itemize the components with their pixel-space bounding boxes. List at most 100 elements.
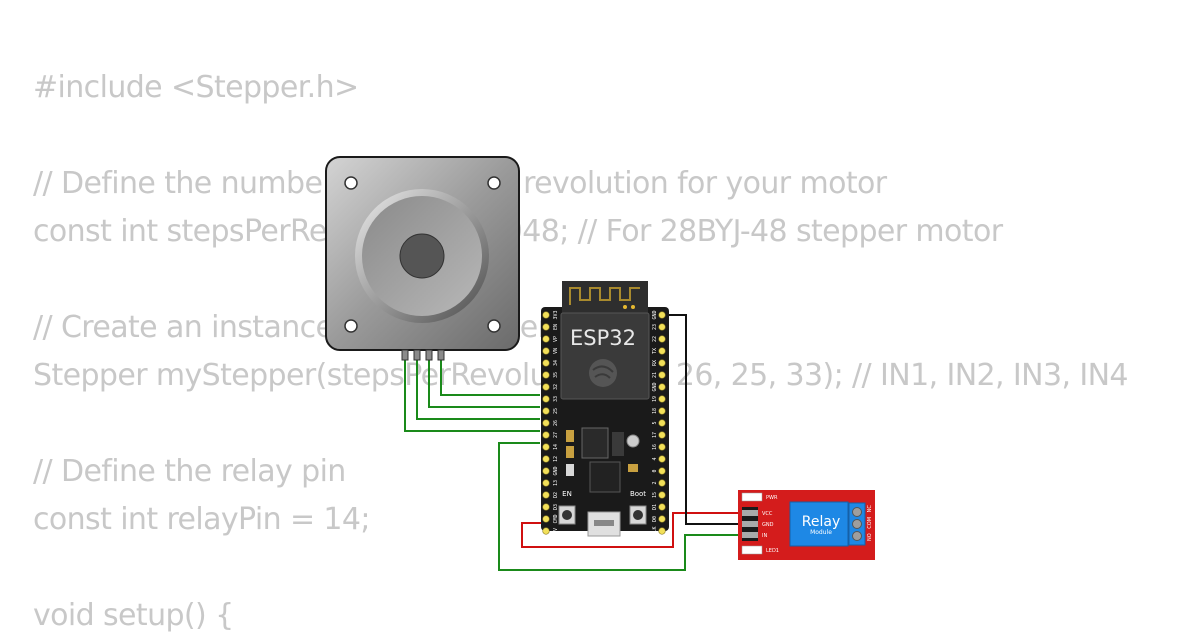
esp32-pin-pad xyxy=(658,527,666,535)
esp32-pin-label: 16 xyxy=(652,444,658,450)
esp32-pin-pad xyxy=(658,455,666,463)
esp32-pin-pad xyxy=(542,503,550,511)
relay-pin-in: IN xyxy=(762,533,767,539)
esp32-pin-pad xyxy=(542,479,550,487)
stepper-motor xyxy=(325,156,520,361)
esp32-pin-label: 26 xyxy=(553,420,559,426)
relay-gnd-wire xyxy=(662,314,742,525)
esp32-pin-label: D3 xyxy=(553,504,559,510)
relay-led1-label: LED1 xyxy=(766,548,779,554)
motor-wires xyxy=(404,352,540,432)
esp32-pin-pad xyxy=(658,479,666,487)
esp32-pin-pad xyxy=(658,515,666,523)
esp32-pin-label: 2 xyxy=(652,481,658,484)
esp32-pin-pad xyxy=(542,347,550,355)
esp32-pin-label: 18 xyxy=(652,408,658,414)
esp32-pin-pad xyxy=(542,323,550,331)
esp32-pin-pad xyxy=(658,419,666,427)
esp32-pin-label: 3V3 xyxy=(553,310,559,319)
esp32-pin-label: 14 xyxy=(553,444,559,450)
esp32-pin-label: 32 xyxy=(553,384,559,390)
esp32-board: ESP32 EN Boot 3V3ENVPVN34353233252627141… xyxy=(541,281,669,537)
esp32-pin-label: 15 xyxy=(652,492,658,498)
esp32-pin-pad xyxy=(542,515,550,523)
esp32-pin-pad xyxy=(542,467,550,475)
esp32-pin-pad xyxy=(542,407,550,415)
esp32-pin-pad xyxy=(542,383,550,391)
esp32-pin-label: 35 xyxy=(553,372,559,378)
esp32-pin-label: 23 xyxy=(652,324,658,330)
code-line: // Define the relay pin xyxy=(33,454,346,489)
relay-pwr-label: PWR xyxy=(766,495,778,501)
esp32-pin-pad xyxy=(658,359,666,367)
code-line: void setup() { xyxy=(33,598,234,633)
esp32-pin-label: GND xyxy=(553,466,559,475)
code-line: #include <Stepper.h> xyxy=(33,70,359,105)
esp32-pin-pad xyxy=(542,455,550,463)
esp32-pin-label: CLK xyxy=(652,526,658,535)
relay-terminal-com: COM xyxy=(867,517,873,529)
esp32-pin-pad xyxy=(658,407,666,415)
esp32-pin-label: 19 xyxy=(652,396,658,402)
esp32-pin-pad xyxy=(658,347,666,355)
esp32-pin-pad xyxy=(542,419,550,427)
esp32-pin-label: 27 xyxy=(553,432,559,438)
esp32-pin-pad xyxy=(658,431,666,439)
esp32-pin-label: 25 xyxy=(553,408,559,414)
esp32-pin-pad xyxy=(542,311,550,319)
esp32-pin-pad xyxy=(542,395,550,403)
code-line: Stepper myStepper(stepsPerRevolution, 27… xyxy=(33,358,1129,393)
esp32-pin-label: 17 xyxy=(652,432,658,438)
esp32-pin-label: TX xyxy=(652,348,658,354)
esp32-pin-label: RX xyxy=(652,360,658,366)
relay-title: Relay xyxy=(802,514,840,530)
esp32-pin-label: 34 xyxy=(553,360,559,366)
esp32-pin-pad xyxy=(542,371,550,379)
relay-terminal-labels: NO COM NC xyxy=(867,505,873,541)
esp32-pin-pad xyxy=(658,311,666,319)
relay-module: PWR LED1 VCC GND IN Relay Module NO COM … xyxy=(738,490,875,560)
relay-subtitle: Module xyxy=(810,529,832,536)
relay-signal-wire xyxy=(498,442,742,571)
esp32-pin-label: 33 xyxy=(553,396,559,402)
esp32-pin-pad xyxy=(658,335,666,343)
relay-terminal-no: NO xyxy=(867,533,873,541)
esp32-pin-pad xyxy=(658,371,666,379)
esp32-pin-pad xyxy=(658,383,666,391)
relay-pin-gnd: GND xyxy=(762,522,774,528)
relay-vcc-wire xyxy=(521,512,742,548)
relay-pin-vcc: VCC xyxy=(762,511,773,517)
esp32-pin-pad xyxy=(542,431,550,439)
esp32-pin-label: 4 xyxy=(652,457,658,460)
esp32-pin-label: 22 xyxy=(652,336,658,342)
en-label: EN xyxy=(562,490,572,498)
esp32-pin-label: VP xyxy=(553,336,559,342)
esp32-pin-pad xyxy=(542,335,550,343)
esp32-pin-label: D1 xyxy=(652,504,658,510)
esp32-pin-pad xyxy=(542,359,550,367)
esp32-pin-label: 5 xyxy=(652,421,658,424)
esp32-pin-label: EN xyxy=(553,324,559,330)
esp32-pin-label: GND xyxy=(652,310,658,319)
esp32-pin-pad xyxy=(658,323,666,331)
esp32-pin-pad xyxy=(658,443,666,451)
esp32-pin-label: 12 xyxy=(553,456,559,462)
relay-terminal-nc: NC xyxy=(867,505,873,513)
esp32-pin-pad xyxy=(658,395,666,403)
esp32-pin-label: 0 xyxy=(652,469,658,472)
esp32-pin-pad xyxy=(658,491,666,499)
esp32-pin-pad xyxy=(658,467,666,475)
esp32-pin-label: CMD xyxy=(553,514,559,523)
esp32-pin-pad xyxy=(542,443,550,451)
esp32-pin-label: D0 xyxy=(652,516,658,522)
espressif-logo-icon xyxy=(589,359,617,387)
esp32-pin-label: 13 xyxy=(553,480,559,486)
esp32-pin-pad xyxy=(658,503,666,511)
esp32-chip-label: ESP32 xyxy=(570,326,636,350)
esp32-pin-pad xyxy=(542,527,550,535)
esp32-pin-label: D2 xyxy=(553,492,559,498)
boot-label: Boot xyxy=(630,490,646,498)
esp32-pin-pad xyxy=(542,491,550,499)
